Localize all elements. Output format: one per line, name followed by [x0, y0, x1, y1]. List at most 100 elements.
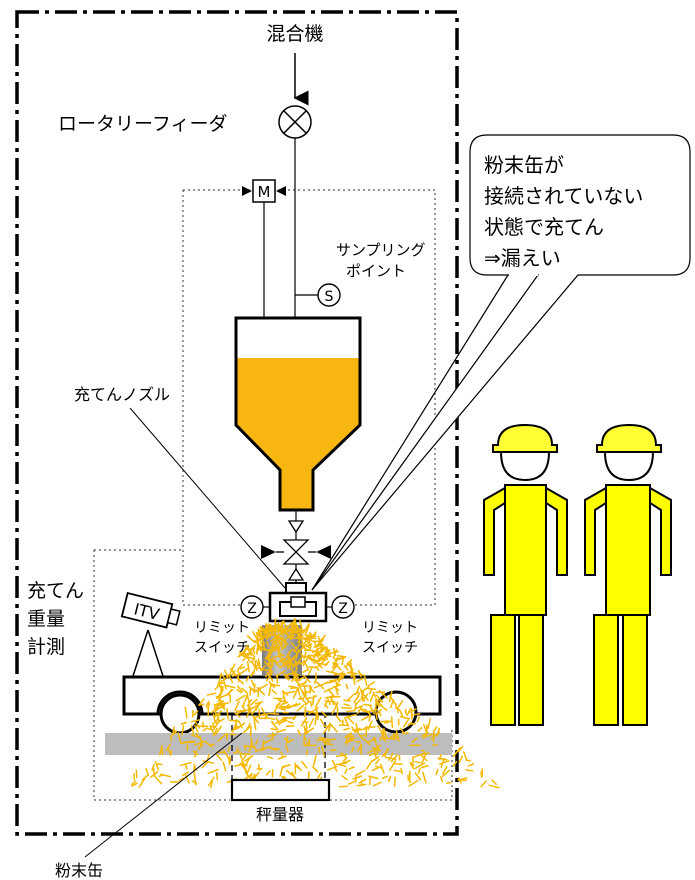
powder-grain: [308, 718, 315, 728]
powder-grain: [414, 772, 422, 781]
filling-nozzle-label: 充てんノズル: [74, 385, 170, 404]
powder-grain: [342, 757, 348, 762]
svg-text:Z: Z: [338, 601, 348, 617]
powder-grain: [317, 658, 327, 668]
powder-grain: [217, 694, 221, 703]
powder-grain: [400, 727, 405, 734]
powder-grain: [238, 720, 243, 729]
powder-grain: [260, 629, 273, 633]
powder-grain: [396, 700, 404, 710]
powder-grain: [255, 739, 259, 745]
powder-grain: [285, 769, 295, 778]
powder-grain: [159, 744, 163, 756]
powder-grain: [302, 655, 310, 667]
powder-grain: [351, 746, 355, 753]
powder-grain: [275, 717, 286, 725]
callout-line-4: ⇒漏えい: [484, 246, 561, 270]
powder-grain: [338, 762, 348, 765]
filling-nozzle: [268, 582, 328, 623]
powder-grain: [296, 680, 302, 690]
powder-grain: [207, 776, 215, 787]
powder-grain: [246, 764, 252, 774]
powder-grain: [465, 759, 472, 762]
powder-grain: [457, 778, 468, 782]
powder-grain: [260, 665, 266, 672]
powder-grain: [292, 688, 299, 699]
powder-grain: [435, 768, 439, 776]
weighing-label-1: 充てん: [27, 580, 84, 602]
powder-grain: [184, 763, 188, 770]
powder-grain: [212, 727, 218, 737]
powder-grain: [260, 707, 266, 715]
powder-grain: [491, 779, 497, 786]
powder-grain: [298, 685, 309, 688]
powder-grain: [344, 663, 351, 668]
powder-grain: [249, 742, 257, 751]
powder-grain: [446, 781, 452, 784]
powder-grain: [244, 653, 251, 662]
powder-grain: [292, 715, 297, 721]
powder-grain: [321, 653, 331, 661]
powder-grain: [275, 717, 280, 724]
powder-grain: [248, 698, 258, 707]
powder-grain: [255, 702, 261, 711]
floor: [105, 733, 452, 755]
svg-text:Z: Z: [247, 601, 257, 617]
powder-grain: [292, 628, 302, 634]
powder-grain: [292, 620, 300, 630]
powder-grain: [313, 683, 324, 689]
powder-grain: [371, 767, 379, 772]
powder-grain: [214, 684, 220, 691]
powder-grain: [236, 722, 246, 730]
powder-grain: [281, 660, 291, 669]
powder-grain: [368, 752, 375, 757]
powder-grain: [205, 700, 210, 708]
powder-grain: [131, 782, 138, 787]
powder-grain: [297, 729, 302, 736]
powder-grain: [201, 761, 209, 769]
powder-grain: [331, 703, 338, 715]
powder-grain: [383, 720, 392, 724]
powder-grain: [250, 657, 256, 663]
powder-grain: [243, 756, 251, 768]
powder-grain: [131, 780, 137, 786]
powder-grain: [460, 777, 468, 781]
powder-grain: [452, 747, 461, 758]
powder-grain: [458, 755, 464, 764]
powder-grain: [285, 725, 295, 728]
powder-grain: [315, 665, 320, 671]
powder-grain: [272, 705, 279, 715]
powder-grain: [250, 679, 255, 687]
powder-grain: [250, 669, 256, 677]
powder-grain: [156, 763, 163, 766]
powder-grain: [441, 769, 451, 778]
powder-grain: [374, 708, 378, 721]
scale: [230, 778, 331, 802]
powder-grain: [302, 680, 308, 686]
powder-grain: [260, 746, 273, 750]
powder-grain: [416, 716, 420, 723]
powder-grain: [246, 661, 250, 673]
powder-grain: [324, 695, 334, 699]
itv-camera-icon: ITV: [120, 591, 181, 677]
powder-grain: [442, 765, 448, 775]
powder-grain: [317, 655, 326, 662]
powder-grain: [421, 749, 427, 755]
powder-grain: [369, 692, 375, 702]
limit-switch-left-label-1: リミット: [194, 620, 250, 636]
powder-grain: [406, 707, 412, 717]
powder-grain: [229, 755, 232, 763]
powder-grain: [282, 690, 286, 702]
powder-grain: [324, 739, 331, 743]
powder-grain: [160, 773, 172, 778]
powder-grain: [366, 760, 373, 770]
powder-grain: [277, 699, 289, 704]
powder-grain: [274, 748, 280, 751]
powder-grain: [467, 763, 475, 767]
powder-grain: [329, 723, 338, 733]
powder-grain: [177, 732, 182, 745]
powder-grain: [305, 636, 317, 640]
powder-grain: [301, 628, 307, 634]
powder-grain: [231, 670, 236, 676]
powder-grain: [239, 667, 249, 675]
